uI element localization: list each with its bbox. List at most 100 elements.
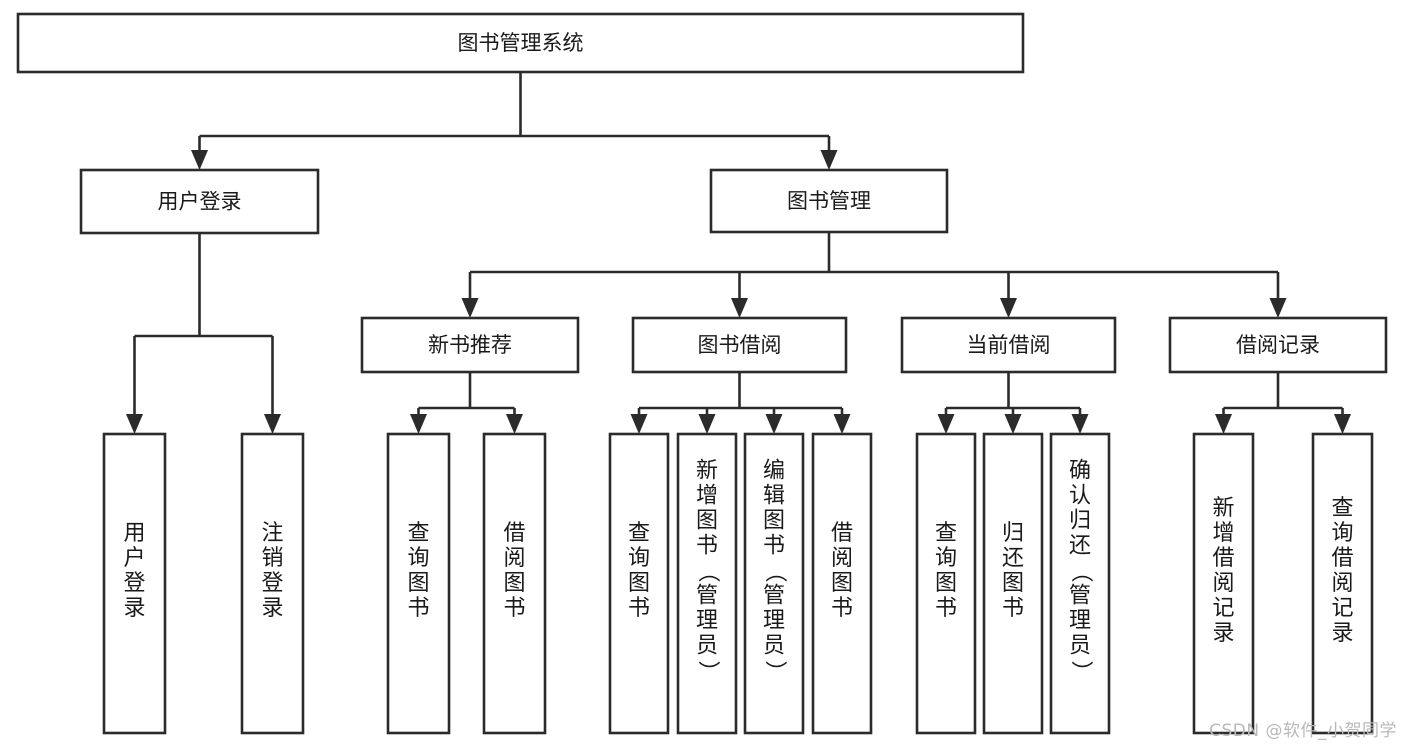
arrow-head-icon xyxy=(461,298,479,318)
arrow-head-icon xyxy=(1215,414,1232,434)
svg-text:认: 认 xyxy=(1069,484,1091,509)
svg-text:询: 询 xyxy=(1331,521,1353,546)
svg-text:）: ） xyxy=(762,660,787,682)
svg-text:新: 新 xyxy=(1212,496,1234,521)
svg-text:图: 图 xyxy=(696,509,718,534)
svg-text:录: 录 xyxy=(1212,621,1234,646)
node-user-login[interactable]: 用户登录 xyxy=(79,168,320,235)
node-borrow-record[interactable]: 借阅记录 xyxy=(1168,316,1388,374)
node-book-borrow[interactable]: 图书借阅 xyxy=(631,316,848,374)
node-leaf-return-book-box[interactable] xyxy=(982,432,1044,735)
svg-text:）: ） xyxy=(695,660,720,682)
node-leaf-add-borrow-record-box[interactable] xyxy=(1192,432,1255,735)
svg-text:询: 询 xyxy=(628,546,650,571)
svg-text:登: 登 xyxy=(123,571,145,596)
node-leaf-query-borrow-record-box[interactable] xyxy=(1311,432,1374,735)
svg-text:图: 图 xyxy=(831,571,853,596)
node-leaf-user-logout-box[interactable] xyxy=(240,432,305,735)
arrow-head-icon xyxy=(630,414,648,434)
arrow-head-icon xyxy=(410,414,427,434)
svg-text:注: 注 xyxy=(261,521,283,546)
svg-text:户: 户 xyxy=(123,546,145,571)
arrow-head-icon xyxy=(264,414,281,434)
node-user-login-box[interactable] xyxy=(79,168,320,235)
svg-text:录: 录 xyxy=(123,596,145,621)
node-leaf-user-login-box[interactable] xyxy=(102,432,167,735)
svg-text:书: 书 xyxy=(503,596,525,621)
arrow-head-icon xyxy=(1004,414,1022,434)
svg-text:借: 借 xyxy=(831,521,853,546)
node-book-manage[interactable]: 图书管理 xyxy=(709,168,949,234)
svg-text:图: 图 xyxy=(628,571,650,596)
svg-text:录: 录 xyxy=(261,596,283,621)
svg-text:记: 记 xyxy=(1331,596,1353,621)
svg-text:书: 书 xyxy=(696,534,718,559)
svg-text:新: 新 xyxy=(696,459,718,484)
svg-text:查: 查 xyxy=(407,521,429,546)
svg-text:询: 询 xyxy=(935,546,957,571)
svg-text:管: 管 xyxy=(763,584,785,609)
node-leaf-borrow-book-rec-box[interactable] xyxy=(482,432,547,735)
node-book-borrow-box[interactable] xyxy=(631,316,848,374)
node-new-book-recommend-label: 新书推荐 xyxy=(428,333,512,357)
arrow-head-icon xyxy=(820,150,838,170)
node-leaf-user-login[interactable]: 用户登录 xyxy=(102,432,167,735)
node-leaf-confirm-return-admin-box[interactable] xyxy=(1049,432,1111,735)
node-borrow-record-box[interactable] xyxy=(1168,316,1388,374)
svg-text:销: 销 xyxy=(261,546,283,571)
node-leaf-query-book-cur-box[interactable] xyxy=(915,432,977,735)
svg-text:查: 查 xyxy=(935,521,957,546)
node-new-book-recommend[interactable]: 新书推荐 xyxy=(360,316,580,374)
node-root-label: 图书管理系统 xyxy=(458,31,584,55)
arrow-head-icon xyxy=(833,414,851,434)
svg-text:录: 录 xyxy=(1331,621,1353,646)
node-current-borrow-box[interactable] xyxy=(900,316,1117,374)
arrow-head-icon xyxy=(765,414,783,434)
arrow-head-icon xyxy=(1000,298,1017,318)
node-leaf-add-book-admin-box[interactable] xyxy=(676,432,738,735)
svg-text:（: （ xyxy=(1068,560,1093,582)
node-leaf-edit-book-admin-box[interactable] xyxy=(743,432,805,735)
node-current-borrow[interactable]: 当前借阅 xyxy=(900,316,1117,374)
svg-text:（: （ xyxy=(762,560,787,582)
node-root[interactable]: 图书管理系统 xyxy=(16,12,1025,74)
node-leaf-borrow-book-bor-box[interactable] xyxy=(811,432,873,735)
node-root-box[interactable] xyxy=(16,12,1025,74)
svg-text:还: 还 xyxy=(1069,534,1091,559)
svg-text:理: 理 xyxy=(1069,609,1091,634)
svg-text:图: 图 xyxy=(935,571,957,596)
svg-text:图: 图 xyxy=(763,509,785,534)
node-new-book-recommend-box[interactable] xyxy=(360,316,580,374)
svg-text:辑: 辑 xyxy=(763,484,785,509)
node-leaf-query-book-rec-box[interactable] xyxy=(386,432,451,735)
connectors-layer xyxy=(126,72,1351,434)
svg-text:图: 图 xyxy=(1002,571,1024,596)
svg-text:员: 员 xyxy=(763,634,785,659)
svg-text:询: 询 xyxy=(407,546,429,571)
svg-text:编: 编 xyxy=(763,459,785,484)
node-leaf-query-book-bor-box[interactable] xyxy=(608,432,670,735)
arrow-head-icon xyxy=(937,414,955,434)
node-book-manage-box[interactable] xyxy=(709,168,949,234)
